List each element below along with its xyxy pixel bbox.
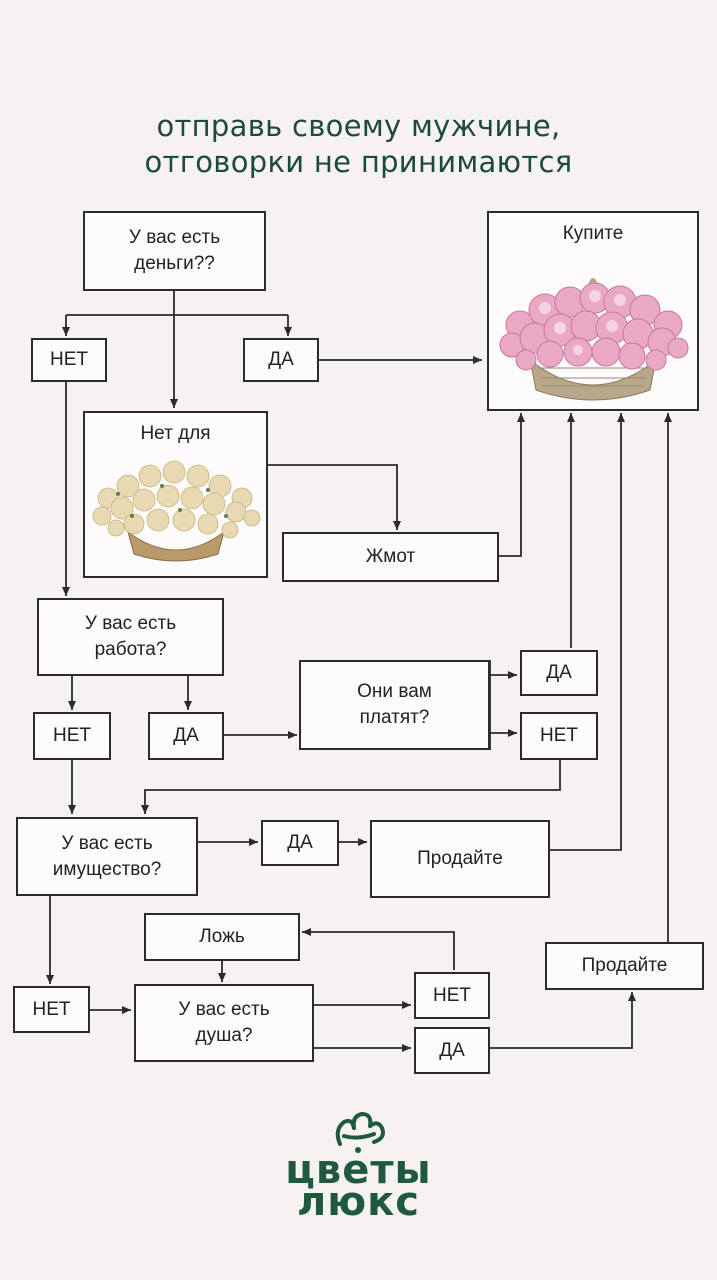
paid-no-box: НЕТ [520, 712, 598, 760]
paid-question-box: Они вам платят? [299, 660, 490, 750]
sell-box-1: Продайте [370, 820, 550, 898]
property-no-box: НЕТ [13, 986, 90, 1033]
property-question-line-2: имущество? [52, 858, 162, 880]
money-question-box: У вас есть деньги?? [83, 211, 266, 291]
work-question-line-2: работа? [94, 639, 167, 660]
page-title-line-2: отговорки не принимаются [144, 145, 573, 179]
money-no-box: НЕТ [31, 338, 107, 382]
cream-flower-basket-icon [92, 460, 261, 562]
money-question-line-2: деньги?? [134, 253, 215, 274]
work-question-box: У вас есть работа? [37, 598, 224, 676]
soul-no-box: НЕТ [414, 972, 490, 1019]
lie-box: Ложь [144, 913, 300, 961]
work-question-line-1: У вас есть [84, 613, 177, 634]
soul-question-line-1: У вас есть [178, 999, 270, 1020]
work-no-box: НЕТ [33, 712, 111, 760]
property-question-box: У вас есть имущество? [16, 817, 198, 896]
brand-name-line-1: цветы [285, 1147, 432, 1193]
pink-flower-basket-icon [499, 278, 689, 401]
money-yes-box: ДА [243, 338, 319, 382]
paid-yes-box: ДА [520, 650, 598, 696]
buy-label: Купите [562, 223, 624, 244]
brand-name-line-2: люкс [296, 1179, 421, 1225]
paid-question-line-1: Они вам [357, 681, 432, 702]
money-question-line-1: У вас есть [128, 227, 221, 248]
property-yes-box: ДА [261, 820, 339, 866]
page-title-line-1: отправь своему мужчине, [156, 109, 561, 143]
work-yes-box: ДА [148, 712, 224, 760]
soul-yes-box: ДА [414, 1027, 490, 1074]
paid-question-line-2: платят? [359, 707, 430, 728]
property-question-line-1: У вас есть [61, 832, 153, 854]
soul-question-line-2: душа? [195, 1025, 253, 1046]
soul-question-box: У вас есть душа? [134, 984, 314, 1062]
flower-logo-icon [335, 1111, 385, 1153]
sell-box-2: Продайте [545, 942, 704, 990]
not-for-label: Нет для [140, 423, 211, 444]
cheapskate-box: Жмот [282, 532, 499, 582]
